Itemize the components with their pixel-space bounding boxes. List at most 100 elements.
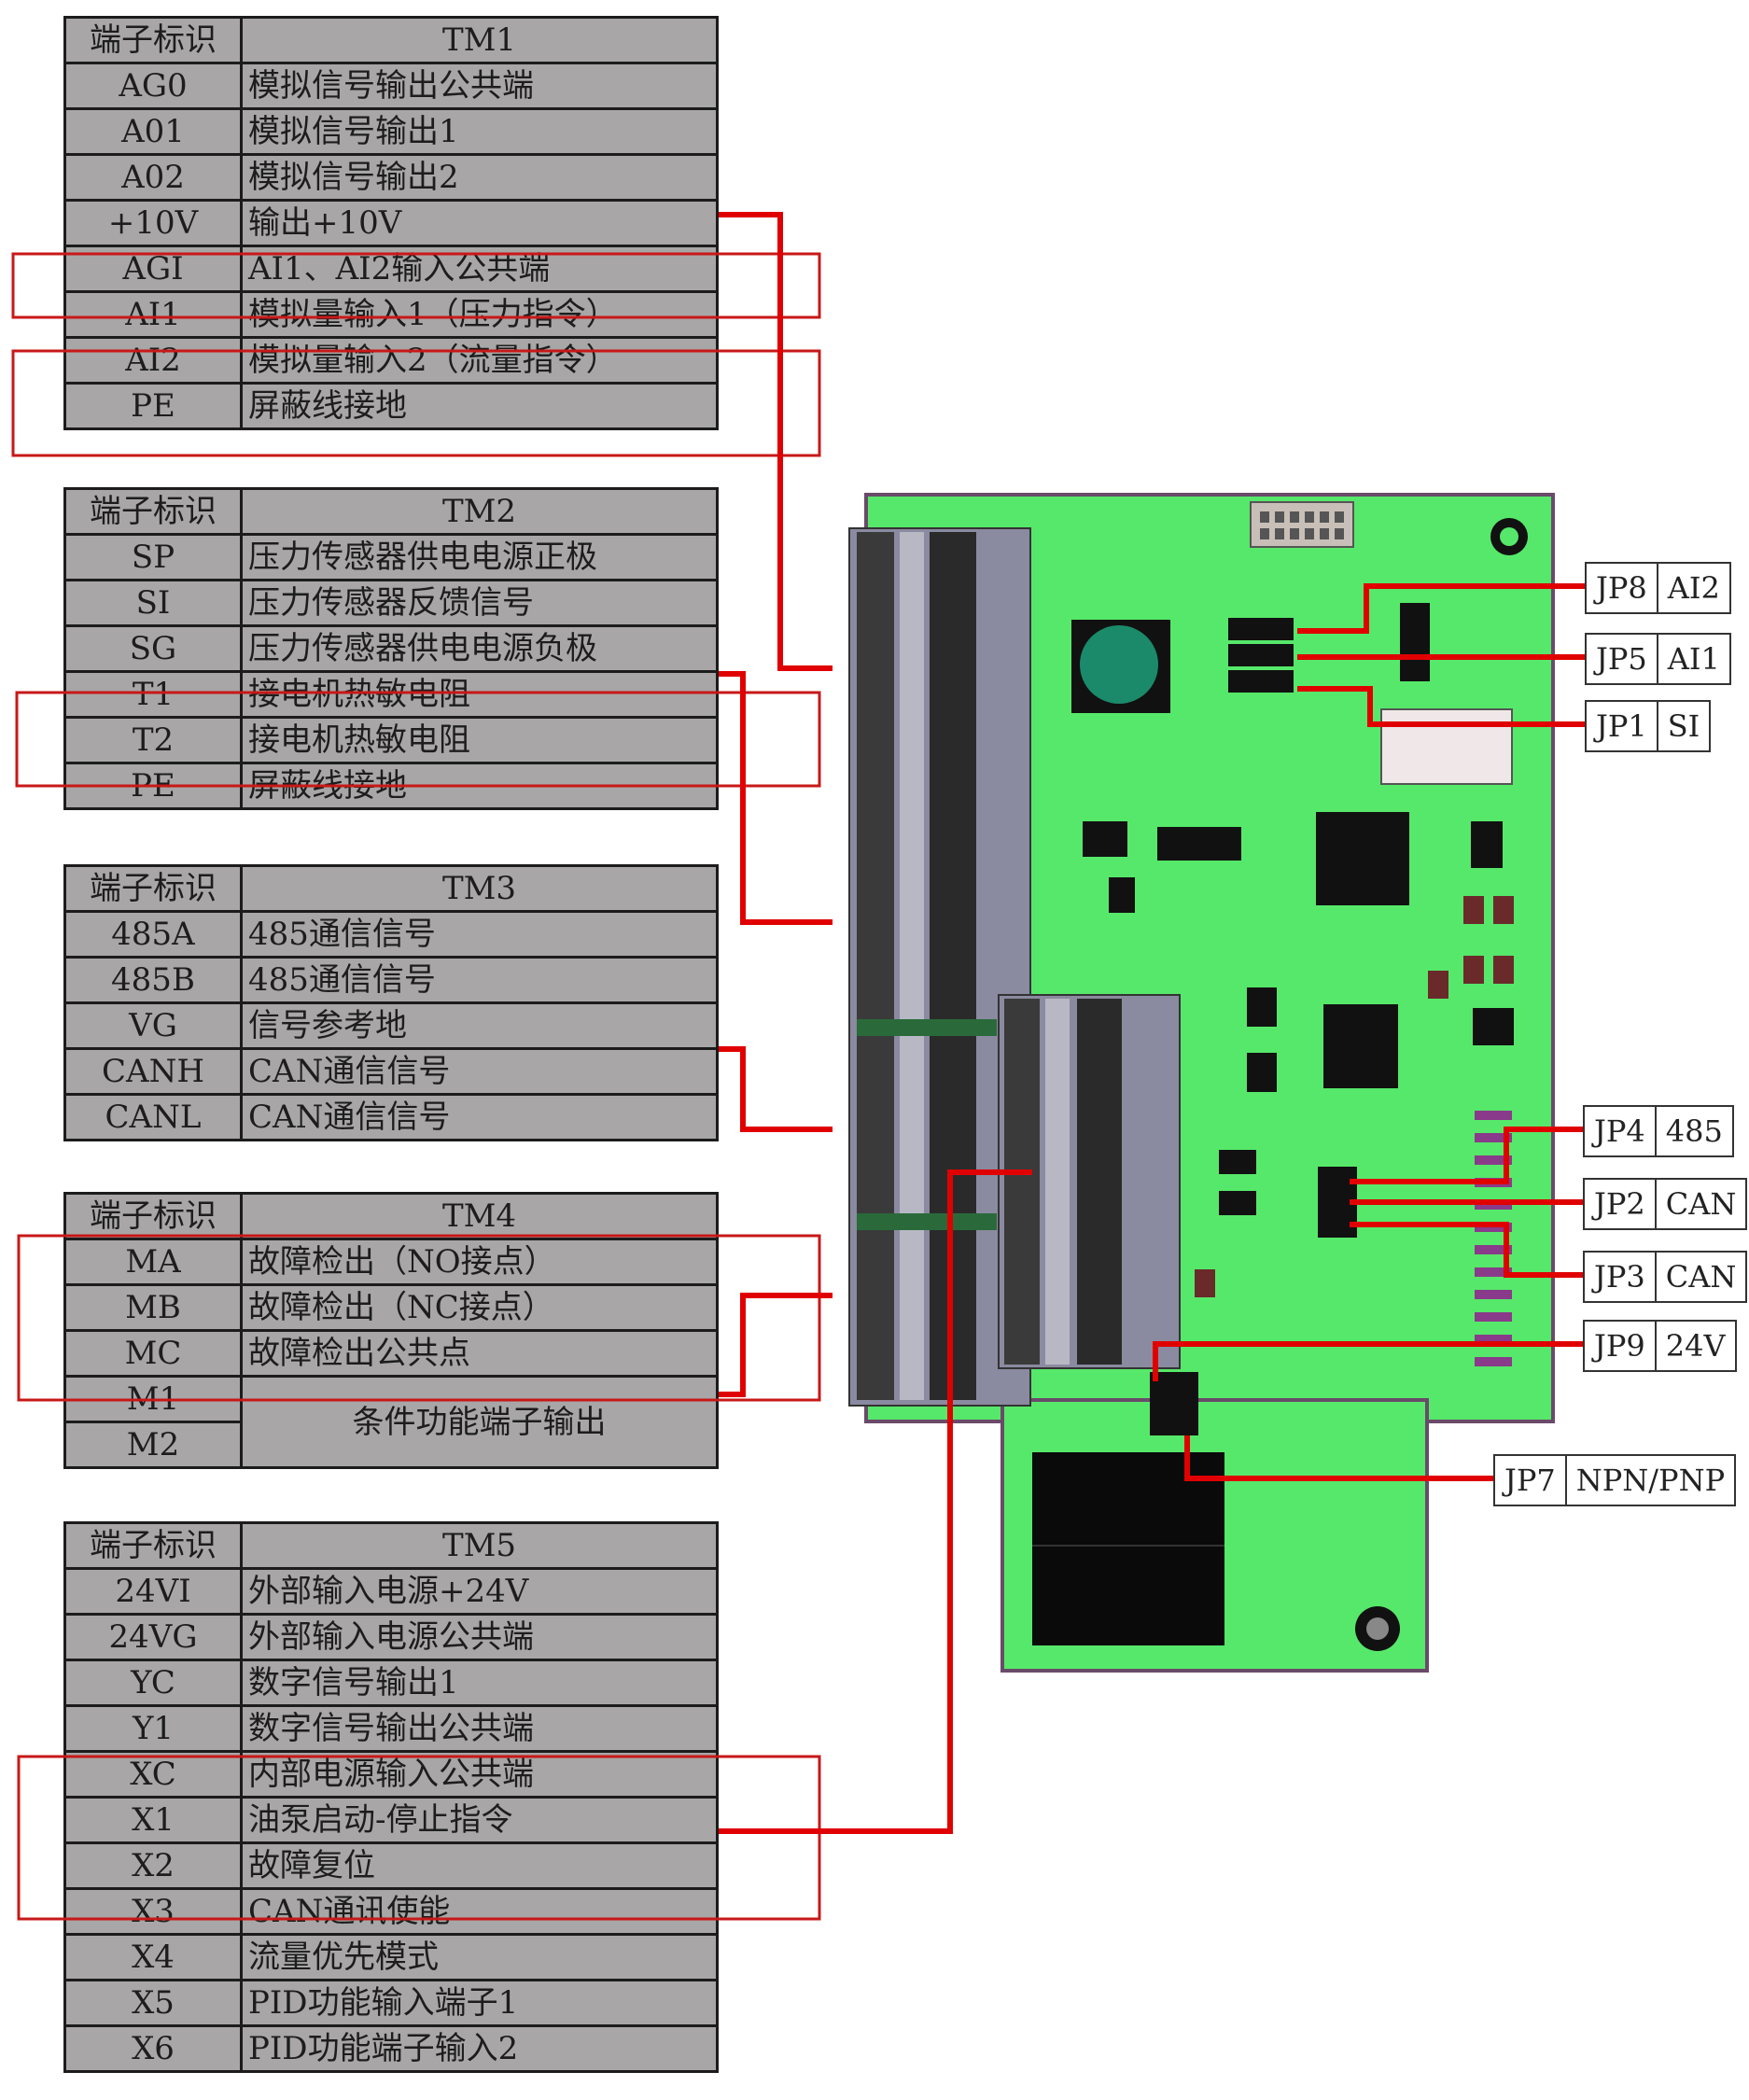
terminal-desc: CAN通信信号 [240, 1093, 719, 1141]
terminal-code: A01 [63, 107, 243, 156]
terminal-desc: 输出+10V [240, 199, 719, 247]
terminal-desc: 流量优先模式 [240, 1933, 719, 1981]
pcb-board [848, 493, 1555, 1673]
jumper-id: JP3 [1585, 1253, 1657, 1301]
terminal-code: X2 [63, 1841, 243, 1890]
jumper-label-jp1: JP1 SI [1585, 700, 1712, 752]
connector-lines [719, 212, 1587, 1834]
terminal-desc: 故障复位 [240, 1841, 719, 1890]
jumper-label-jp3: JP3 CAN [1583, 1251, 1748, 1303]
jumper-id: JP5 [1587, 635, 1658, 683]
jumper-function: CAN [1665, 1259, 1737, 1295]
jumper-label-jp5: JP5 AI1 [1585, 633, 1731, 685]
terminal-code: X6 [63, 2024, 243, 2073]
terminal-desc: 接电机热敏电阻 [240, 716, 719, 764]
tm3-header-row: 端子标识 TM3 [63, 864, 719, 913]
terminal-code: T1 [63, 670, 243, 719]
jumper-function: NPN/PNP [1575, 1463, 1726, 1498]
terminal-code: AG0 [63, 62, 243, 110]
jumper-label-jp2: JP2 CAN [1583, 1178, 1748, 1230]
jumper-id: JP7 [1495, 1456, 1567, 1505]
terminal-code: PE [63, 382, 243, 430]
terminal-code: AI1 [63, 290, 243, 339]
tm3-header-name: TM3 [240, 864, 719, 913]
tm5-header-name: TM5 [240, 1521, 719, 1570]
terminal-desc: 外部输入电源公共端 [240, 1613, 719, 1661]
line-tm1 [719, 212, 833, 671]
terminal-code: 485B [63, 956, 243, 1004]
terminal-code: 24VG [63, 1613, 243, 1661]
terminal-code: M2 [63, 1421, 243, 1469]
terminal-code: XC [63, 1750, 243, 1799]
terminal-desc: 压力传感器反馈信号 [240, 579, 719, 627]
terminal-desc: 故障检出公共点 [240, 1329, 719, 1378]
line-jp9 [1153, 1341, 1585, 1381]
line-jp4 [1350, 1127, 1585, 1184]
line-jp8 [1297, 583, 1587, 634]
jumper-id: JP4 [1585, 1107, 1657, 1155]
tm2-header-code: 端子标识 [63, 487, 243, 536]
table-row: M2 [63, 1421, 718, 1469]
tm1-header-code: 端子标识 [63, 16, 243, 64]
jumper-function: AI2 [1667, 570, 1720, 606]
jumper-id: JP1 [1587, 702, 1658, 750]
terminal-code: X5 [63, 1979, 243, 2027]
tm5-header-row: 端子标识 TM5 [63, 1521, 719, 1570]
terminal-code: MC [63, 1329, 243, 1378]
terminal-desc: PID功能端子输入2 [240, 2024, 719, 2073]
terminal-code: MB [63, 1283, 243, 1332]
jumper-id: JP8 [1587, 564, 1658, 612]
terminal-code: Y1 [63, 1704, 243, 1753]
tm4-header-code: 端子标识 [63, 1192, 243, 1240]
jumper-function: AI1 [1667, 641, 1720, 677]
terminal-desc: CAN通信信号 [240, 1047, 719, 1096]
terminal-code: T2 [63, 716, 243, 764]
terminal-code: SP [63, 533, 243, 581]
terminal-desc: 485通信信号 [240, 956, 719, 1004]
terminal-code: A02 [63, 153, 243, 202]
jumper-label-jp7: JP7 NPN/PNP [1493, 1454, 1737, 1506]
terminal-desc: 485通信信号 [240, 910, 719, 959]
terminal-desc: 压力传感器供电电源正极 [240, 533, 719, 581]
line-tm4 [719, 1293, 833, 1397]
tm5-header-code: 端子标识 [63, 1521, 243, 1570]
terminal-desc: 压力传感器供电电源负极 [240, 624, 719, 673]
tm4-header-name: TM4 [240, 1192, 719, 1240]
line-tm3 [719, 1046, 833, 1132]
jumper-label-jp9: JP9 24V [1583, 1320, 1737, 1372]
line-jp1 [1297, 686, 1587, 727]
terminal-desc: 接电机热敏电阻 [240, 670, 719, 719]
terminal-code: +10V [63, 199, 243, 247]
terminal-code: SI [63, 579, 243, 627]
terminal-desc: 模拟信号输出2 [240, 153, 719, 202]
jumper-function: CAN [1665, 1186, 1737, 1222]
line-jp7 [1184, 1435, 1493, 1481]
terminal-desc: 故障检出（NO接点） [240, 1238, 719, 1286]
highlight-box-ma-mc [17, 1234, 821, 1402]
